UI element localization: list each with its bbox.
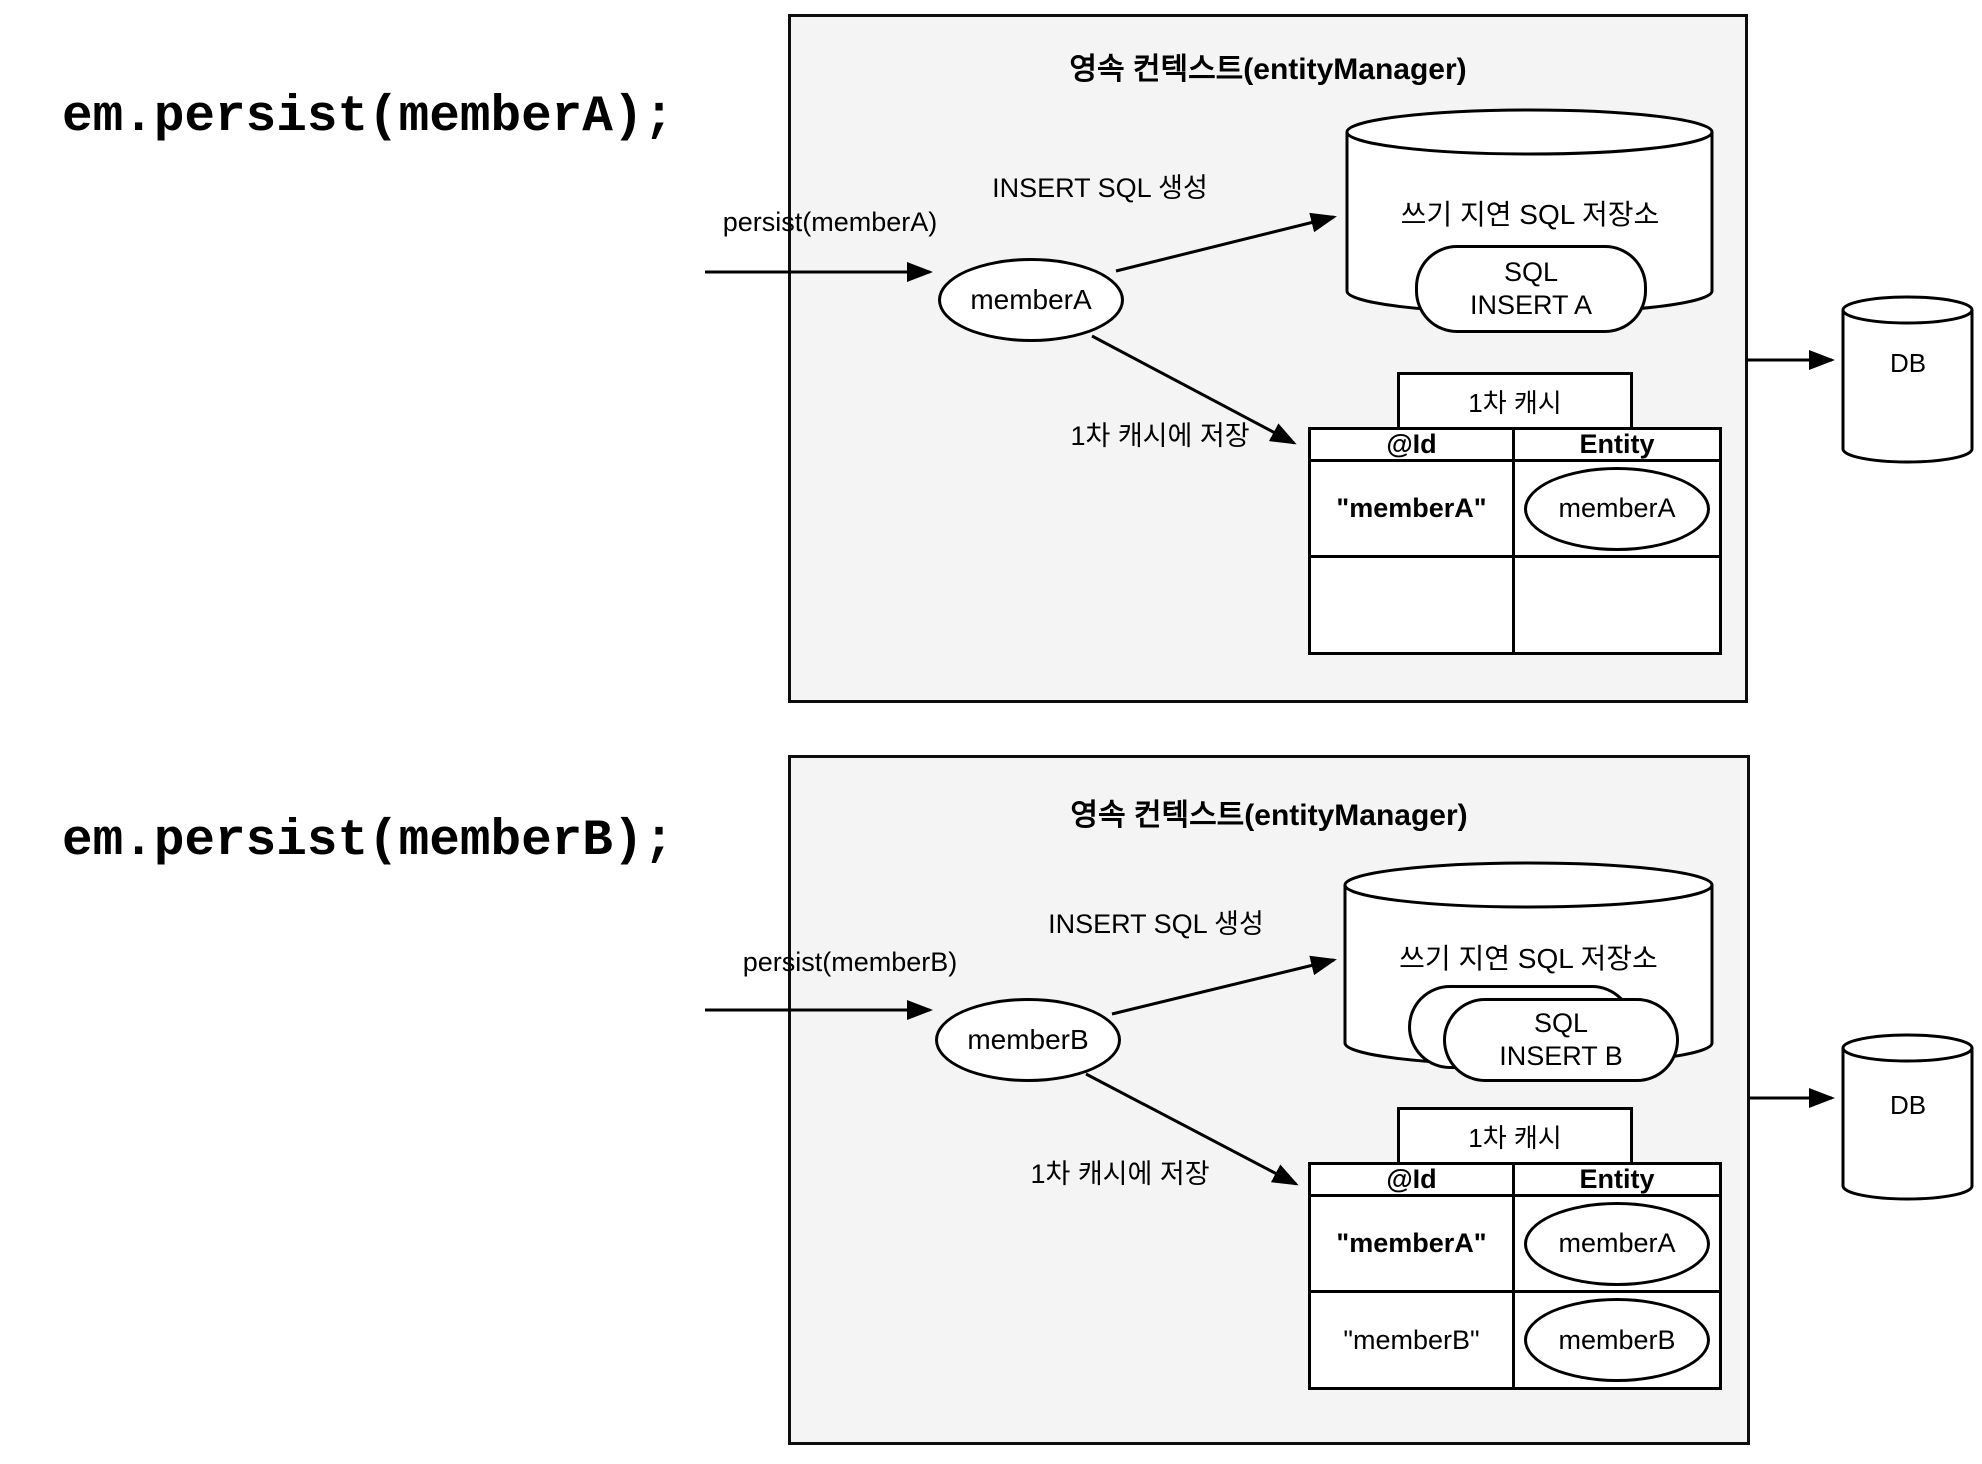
sql-card-a-line1: SQL [1503, 257, 1559, 288]
cache-table-a-row0-id: "memberA" [1311, 462, 1515, 558]
cache-table-a-header-id: @Id [1311, 430, 1515, 462]
cache-table-b: @Id Entity "memberA" memberA "memberB" m… [1308, 1162, 1722, 1390]
cache-table-b-header-entity: Entity [1515, 1165, 1719, 1197]
cached-entity-ellipse-b1: memberB [1524, 1298, 1710, 1382]
sql-store-cylinder-a-lid [1345, 108, 1714, 156]
db-cylinder-b [1841, 1048, 1974, 1201]
sql-card-b-line2: INSERT B [1499, 1041, 1623, 1071]
code-statement-a: em.persist(memberA); [62, 89, 675, 146]
db-cylinder-b-lid [1841, 1033, 1974, 1063]
panel-title-b: 영속 컨텍스트(entityManager) [1070, 799, 1468, 832]
entity-node-a: memberA [938, 258, 1124, 342]
sql-store-cylinder-b-lid [1343, 861, 1714, 909]
entity-node-b: memberB [935, 998, 1121, 1082]
db-label-b: DB [1889, 1090, 1927, 1120]
cache-table-a-row1-entity [1515, 558, 1719, 652]
insert-sql-label-a: INSERT SQL 생성 [992, 173, 1208, 203]
sql-card-b-front: SQL INSERT B [1443, 998, 1679, 1082]
cache-tab-a: 1차 캐시 [1397, 372, 1633, 430]
cache-table-b-row1-entity: memberB [1515, 1293, 1719, 1387]
cache-save-label-b: 1차 캐시에 저장 [1030, 1159, 1210, 1189]
cache-save-arrow-b [1085, 1072, 1299, 1186]
cached-entity-ellipse-b0: memberA [1524, 1201, 1710, 1286]
panel-title-a: 영속 컨텍스트(entityManager) [1069, 53, 1467, 86]
sql-store-label-a: 쓰기 지연 SQL 저장소 [1400, 199, 1660, 230]
db-cylinder-a [1841, 310, 1974, 464]
cache-table-b-row1-id: "memberB" [1311, 1293, 1515, 1387]
persist-label-b: persist(memberB) [742, 947, 958, 977]
cache-save-label-a: 1차 캐시에 저장 [1070, 421, 1250, 451]
sql-card-b-line1: SQL [1533, 1008, 1589, 1039]
insert-sql-label-b: INSERT SQL 생성 [1048, 909, 1264, 939]
cache-table-b-row0-id: "memberA" [1311, 1197, 1515, 1293]
cache-tab-b: 1차 캐시 [1397, 1107, 1633, 1165]
insert-sql-arrow-b [1111, 955, 1337, 1016]
cache-table-a: @Id Entity "memberA" memberA [1308, 427, 1722, 655]
insert-sql-arrow-a [1115, 212, 1337, 273]
cache-save-arrow-a [1091, 334, 1297, 445]
cached-entity-ellipse-a: memberA [1524, 466, 1710, 551]
code-statement-b: em.persist(memberB); [62, 813, 675, 870]
sql-store-label-b: 쓰기 지연 SQL 저장소 [1399, 943, 1658, 974]
db-label-a: DB [1889, 348, 1927, 378]
cache-table-a-header-entity: Entity [1515, 430, 1719, 462]
cache-table-b-header-id: @Id [1311, 1165, 1515, 1197]
cache-table-b-row0-entity: memberA [1515, 1197, 1719, 1293]
cache-table-a-row1-id [1311, 558, 1515, 652]
persist-label-a: persist(memberA) [722, 207, 938, 237]
cache-table-a-row0-entity: memberA [1515, 462, 1719, 558]
sql-card-a-line2: INSERT A [1469, 290, 1593, 320]
sql-card-a: SQL INSERT A [1415, 245, 1647, 333]
db-cylinder-a-lid [1841, 295, 1974, 325]
